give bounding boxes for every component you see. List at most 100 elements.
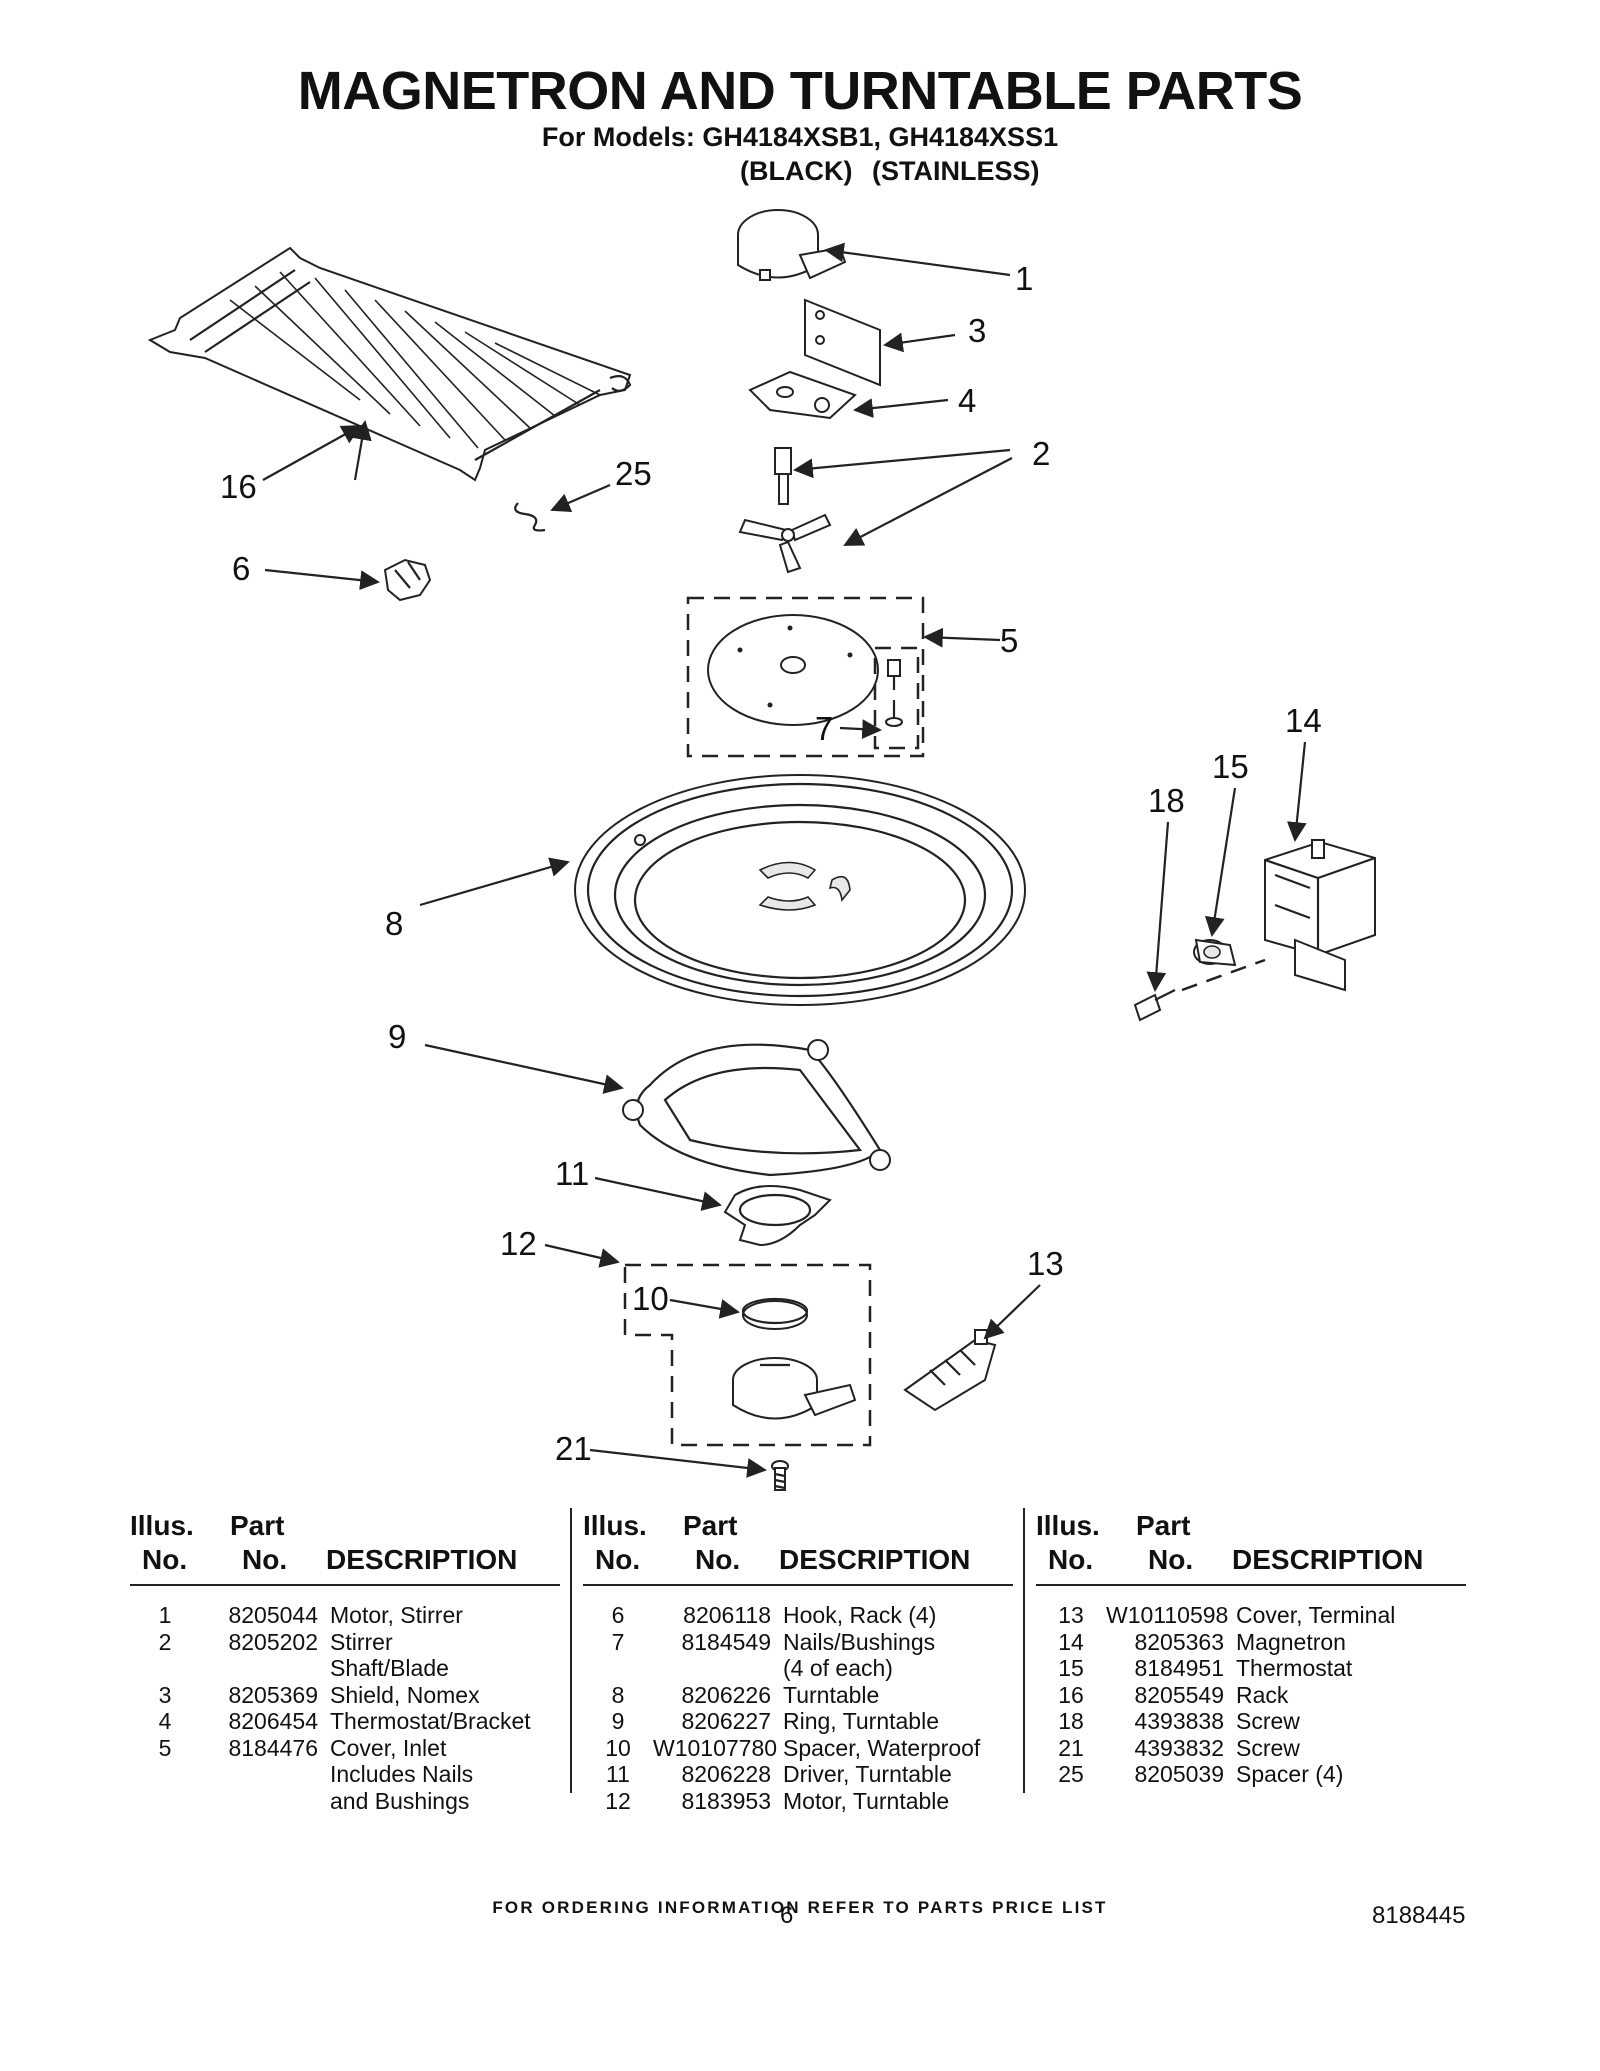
illus-number: 4 <box>158 1708 172 1734</box>
header-part-no: No. <box>242 1544 288 1575</box>
callout-3: 3 <box>968 312 986 349</box>
callout-9: 9 <box>388 1018 406 1055</box>
thermostat-illustration <box>1193 938 1237 967</box>
part-number: 8183953 <box>681 1787 771 1814</box>
callout-16: 16 <box>220 468 257 505</box>
part-description: Rack <box>1236 1681 1289 1708</box>
turntable-ring-illustration <box>622 1039 891 1177</box>
table-row: 2 8205202 Stirrer <box>130 1629 560 1656</box>
part-description: Motor, Turntable <box>783 1787 950 1814</box>
waterproof-spacer-illustration <box>741 1297 809 1330</box>
turntable-illustration <box>574 774 1026 1006</box>
illus-number: 21 <box>1058 1734 1084 1761</box>
part-number: 8205202 <box>228 1628 318 1655</box>
callout-25: 25 <box>615 455 652 492</box>
document-number: 8188445 <box>1372 1902 1466 1929</box>
part-description: Ring, Turntable <box>783 1708 939 1734</box>
part-number: 8206454 <box>228 1708 318 1734</box>
part-number: 8206226 <box>681 1681 771 1708</box>
part-number: 8206228 <box>681 1761 771 1787</box>
callout-2: 2 <box>1032 435 1050 472</box>
part-description: Spacer (4) <box>1236 1761 1344 1787</box>
illus-number: 10 <box>605 1734 631 1761</box>
illus-number: 1 <box>158 1602 172 1628</box>
callout-4: 4 <box>958 382 976 419</box>
part-description: Magnetron <box>1236 1628 1346 1655</box>
stirrer-shaft-blade-illustration <box>738 447 832 574</box>
part-number: 4393832 <box>1134 1734 1224 1761</box>
illus-number: 2 <box>158 1628 172 1655</box>
callout-8: 8 <box>385 905 403 942</box>
header-part-no: No. <box>695 1544 741 1575</box>
nomex-shield-illustration <box>804 298 881 387</box>
part-description: and Bushings <box>330 1787 470 1814</box>
color-stainless: (STAINLESS) <box>872 156 1040 186</box>
thermostat-bracket-illustration <box>748 370 857 420</box>
callout-13: 13 <box>1027 1245 1064 1282</box>
table-row: Includes Nails <box>130 1761 560 1788</box>
illus-number: 8 <box>611 1681 625 1708</box>
header-illus-no: No. <box>142 1544 188 1575</box>
header-illus-no: No. <box>1048 1544 1094 1575</box>
screw-21-illustration <box>771 1460 789 1491</box>
part-number: 8206227 <box>681 1708 771 1734</box>
illus-number: 9 <box>611 1708 625 1734</box>
part-number: 8205039 <box>1134 1761 1224 1787</box>
header-part: Part <box>1136 1510 1191 1541</box>
callout-21: 21 <box>555 1430 592 1467</box>
part-number: W10110598 <box>1106 1602 1229 1628</box>
header-description: DESCRIPTION <box>1232 1544 1424 1575</box>
table-row: 14 8205363 Magnetron <box>1036 1629 1466 1656</box>
header-illus-no: No. <box>595 1544 641 1575</box>
table-divider-2 <box>1023 1508 1025 1793</box>
page-title: MAGNETRON AND TURNTABLE PARTS <box>297 61 1303 121</box>
part-description: (4 of each) <box>783 1655 893 1681</box>
part-description: Driver, Turntable <box>783 1761 952 1787</box>
callout-5: 5 <box>1000 622 1018 659</box>
illus-number: 6 <box>611 1602 625 1628</box>
callout-7: 7 <box>815 710 833 747</box>
part-description: Hook, Rack (4) <box>783 1602 937 1628</box>
callout-6: 6 <box>232 550 250 587</box>
models-line: For Models: GH4184XSB1, GH4184XSS1 <box>541 122 1059 152</box>
color-black: (BLACK) <box>740 156 853 186</box>
header-part: Part <box>683 1510 738 1541</box>
part-description: Cover, Terminal <box>1236 1602 1396 1628</box>
ordering-note: FOR ORDERING INFORMATION REFER TO PARTS … <box>492 1898 1108 1917</box>
part-description: Shaft/Blade <box>330 1655 449 1681</box>
illus-number: 7 <box>611 1628 625 1655</box>
header-description: DESCRIPTION <box>326 1544 518 1575</box>
part-description: Turntable <box>783 1681 880 1708</box>
header-part-no: No. <box>1148 1544 1194 1575</box>
illus-number: 3 <box>158 1681 172 1708</box>
spacer-illustration <box>514 502 546 532</box>
part-description: Stirrer <box>330 1628 393 1655</box>
part-number: 8205363 <box>1134 1628 1224 1655</box>
part-description: Includes Nails <box>330 1761 474 1787</box>
page-number: 6 <box>780 1902 794 1929</box>
callout-1: 1 <box>1015 260 1033 297</box>
callout-11: 11 <box>555 1155 589 1192</box>
illus-number: 14 <box>1058 1628 1084 1655</box>
part-number: 8205369 <box>228 1681 318 1708</box>
part-description: Spacer, Waterproof <box>783 1734 981 1761</box>
table-row: Shaft/Blade <box>130 1655 560 1682</box>
magnetron-illustration <box>1264 839 1376 992</box>
illus-number: 15 <box>1058 1655 1084 1681</box>
callout-14: 14 <box>1285 702 1322 739</box>
turntable-motor-illustration <box>732 1357 857 1420</box>
callout-18: 18 <box>1148 782 1185 819</box>
turntable-driver-illustration <box>723 1185 832 1247</box>
illus-number: 11 <box>606 1761 630 1787</box>
stirrer-motor-illustration <box>737 209 847 281</box>
